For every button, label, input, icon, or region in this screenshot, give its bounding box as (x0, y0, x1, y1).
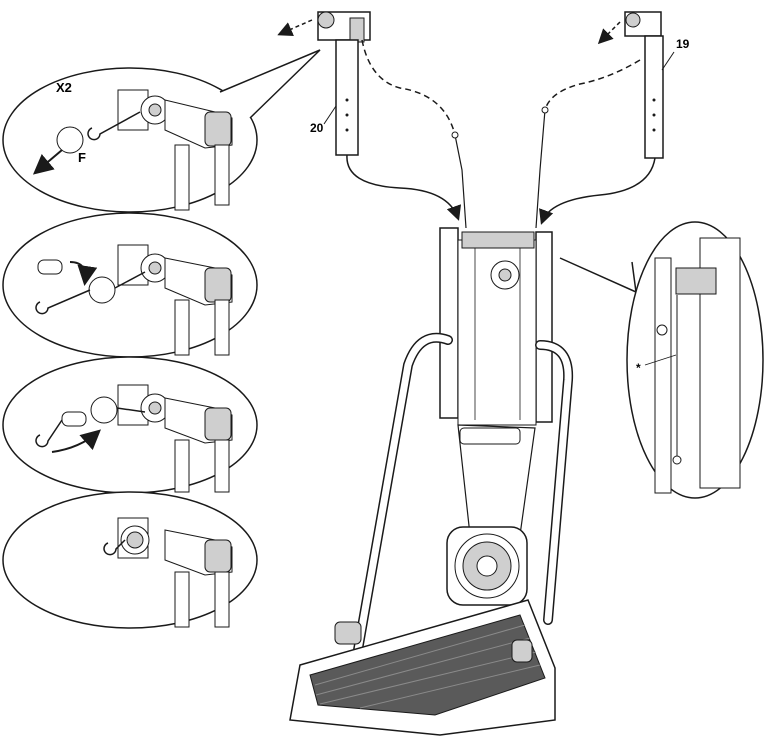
cable-dashed-right (545, 60, 640, 110)
upright-part-20: 20 (280, 12, 370, 155)
cable-sleeve (38, 260, 62, 274)
cable-right (536, 110, 545, 228)
install-arrow-left (347, 155, 458, 218)
detail-step-2 (3, 213, 257, 357)
part-number-19: 19 (676, 37, 690, 51)
cable-ball (89, 277, 115, 303)
force-label: F (78, 150, 86, 165)
cable-sleeve (62, 412, 86, 426)
upright-part-19: 19 (600, 12, 690, 158)
cable-ball (91, 397, 117, 423)
detail-step-3 (3, 357, 257, 493)
detail-step-4 (3, 492, 257, 628)
multiplier-label: X2 (56, 80, 72, 95)
detail-cable-route: * (560, 222, 763, 498)
machine-frame (290, 228, 568, 735)
cable-dashed-left (362, 40, 455, 135)
detail-marker: * (636, 361, 641, 375)
part-number-20: 20 (310, 121, 324, 135)
detail-step-1: X2 F (3, 50, 320, 212)
install-arrow-right (542, 158, 655, 222)
